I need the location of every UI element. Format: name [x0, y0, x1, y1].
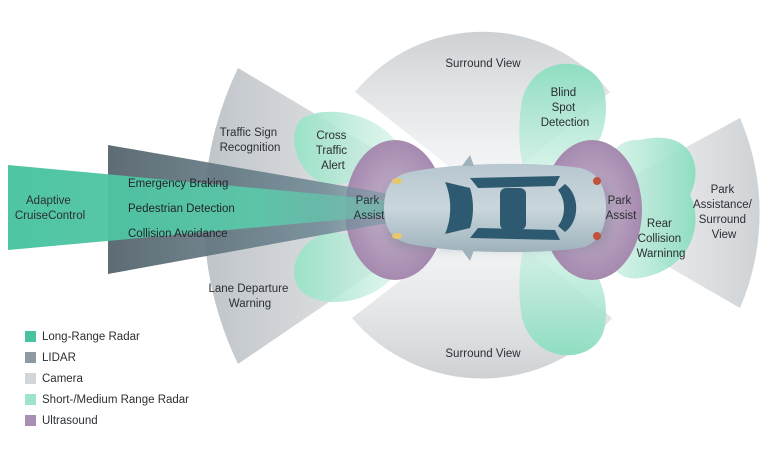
legend-item-camera: Camera	[25, 368, 189, 389]
legend: Long-Range Radar LIDAR Camera Short-/Med…	[25, 326, 189, 431]
park-assistance-surround-label: Park Assistance/ Surround View	[693, 184, 755, 241]
legend-item-short-medium-radar: Short-/Medium Range Radar	[25, 389, 189, 410]
legend-swatch	[25, 394, 36, 405]
adaptive-cruise-label: Adaptive CruiseControl	[15, 195, 85, 222]
mirror-top	[462, 155, 474, 166]
car-windshield	[445, 182, 473, 234]
blind-spot-label: Blind Spot Detection	[541, 87, 590, 129]
rear-collision-label: Rear Collision Warninng	[637, 218, 686, 260]
headlight-bottom	[392, 233, 402, 239]
legend-label: Camera	[42, 372, 83, 385]
taillight-bottom	[593, 232, 601, 240]
legend-swatch	[25, 373, 36, 384]
car	[384, 155, 610, 261]
taillight-top	[593, 177, 601, 185]
legend-label: Ultrasound	[42, 414, 98, 427]
long-range-radar-beam	[8, 165, 470, 250]
car-rear-window	[558, 184, 577, 232]
collision-avoidance-label: Collision Avoidance	[128, 228, 228, 240]
legend-label: Short-/Medium Range Radar	[42, 393, 190, 406]
car-sunroof	[500, 188, 526, 230]
legend-label: LIDAR	[42, 351, 76, 364]
mirror-bottom	[462, 250, 474, 261]
legend-label: Long-Range Radar	[42, 330, 140, 343]
emergency-braking-label: Emergency Braking	[128, 178, 228, 190]
park-assist-rear-label: Park Assist	[606, 195, 637, 222]
legend-item-ultrasound: Ultrasound	[25, 410, 189, 431]
pedestrian-detection-label: Pedestrian Detection	[128, 203, 235, 215]
legend-item-long-range-radar: Long-Range Radar	[25, 326, 189, 347]
legend-swatch	[25, 352, 36, 363]
headlight-top	[392, 178, 402, 184]
cross-traffic-label: Cross Traffic Alert	[316, 130, 351, 172]
legend-item-lidar: LIDAR	[25, 347, 189, 368]
surround-view-top-label: Surround View	[445, 58, 521, 70]
legend-swatch	[25, 331, 36, 342]
surround-view-bottom-label: Surround View	[445, 348, 521, 360]
car-roof-side-bottom	[470, 228, 560, 240]
legend-swatch	[25, 415, 36, 426]
traffic-sign-label: Traffic Sign Recognition	[220, 127, 281, 154]
car-roof-side-top	[470, 176, 560, 188]
park-assist-front-label: Park Assist	[354, 195, 385, 222]
lane-departure-label: Lane Departure Warning	[208, 283, 291, 310]
